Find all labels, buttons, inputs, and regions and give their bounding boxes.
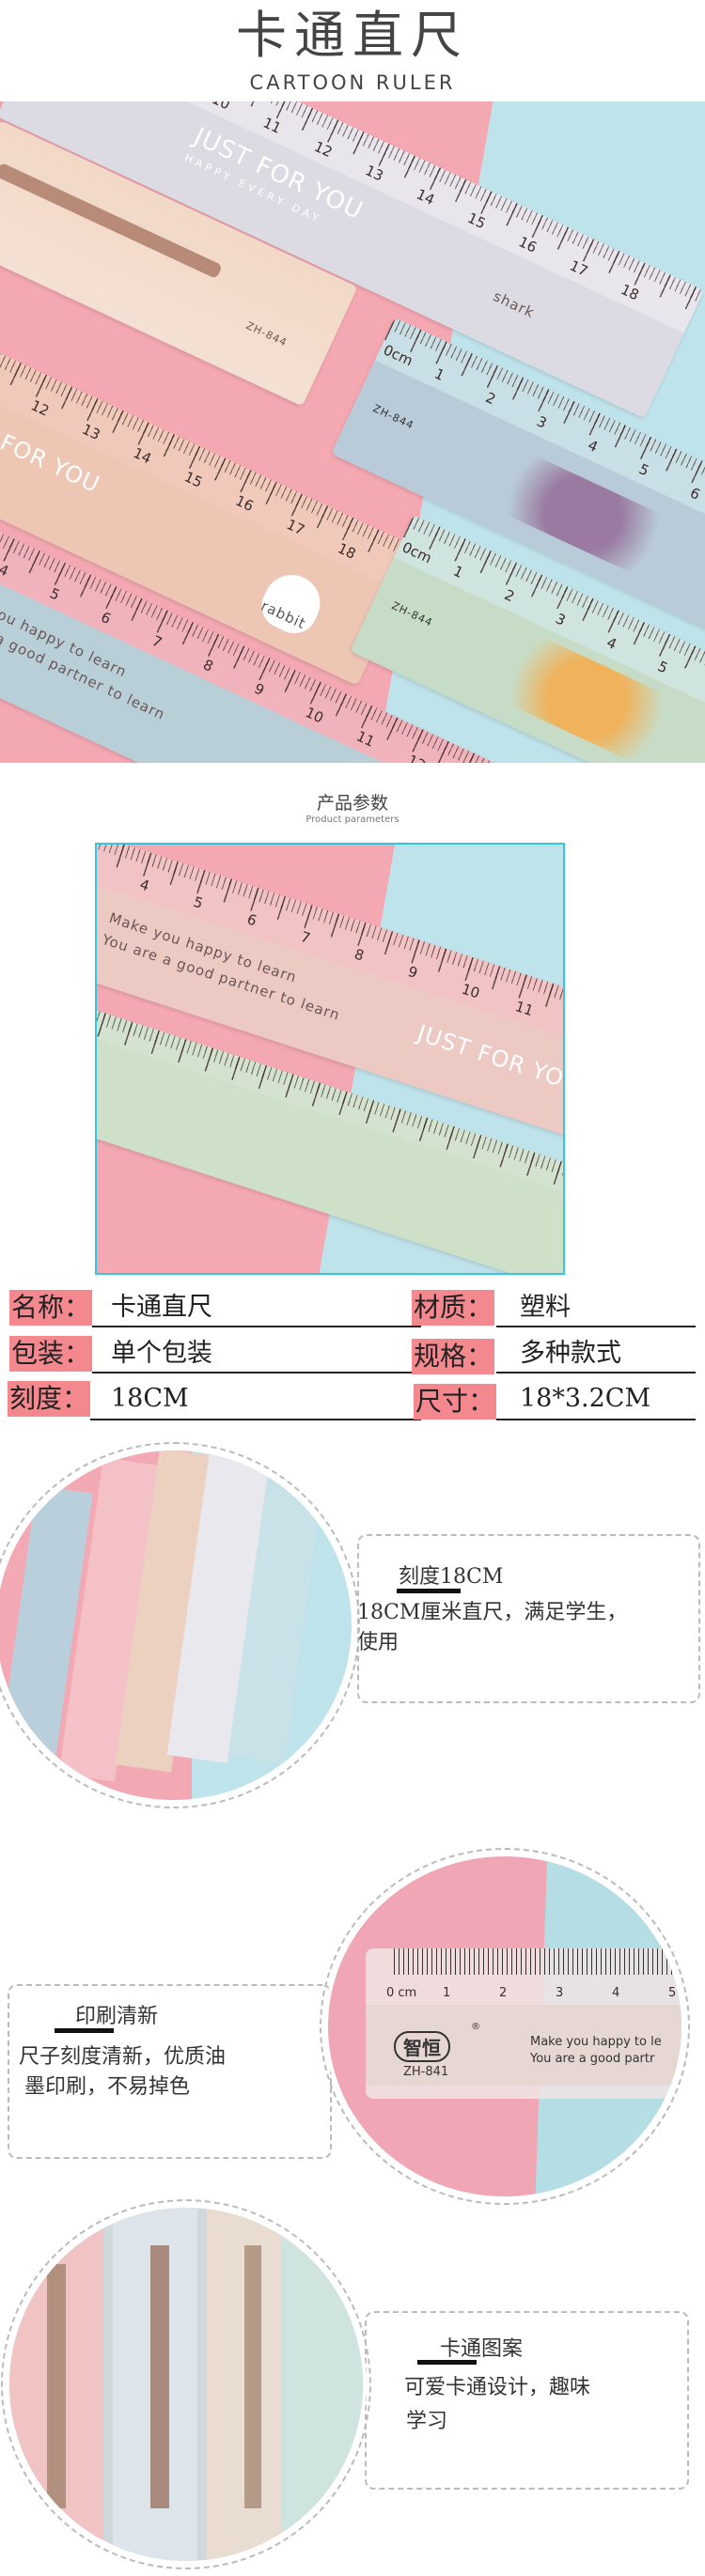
- ruler-number: 2: [499, 1986, 508, 2000]
- tree-illustration: [150, 2245, 169, 2508]
- ruler-number: 3: [556, 1986, 564, 2000]
- section-subtitle: Product parameters: [306, 815, 400, 825]
- ruler-animal-label: shark: [490, 287, 538, 322]
- ruler-slogan-2: You are a good partr: [530, 2052, 655, 2066]
- param-row: 包装： 单个包装 规格： 多种款式: [8, 1336, 696, 1377]
- ruler-model: ZH-844: [370, 402, 416, 432]
- section-title: 产品参数: [316, 793, 388, 814]
- registered-mark: ®: [471, 2022, 480, 2032]
- ruler-slogan-1: Make you happy to le: [530, 2035, 662, 2049]
- param-value: 18CM: [111, 1384, 189, 1413]
- tree-illustration: [244, 2245, 261, 2508]
- feature-title: 卡通图案: [440, 2337, 524, 2361]
- ruler-number: 0 cm: [386, 1986, 417, 2000]
- feature-text-2: 墨印刷，不易掉色: [24, 2075, 191, 2099]
- feature-text-1: 尺子刻度清新，优质油: [19, 2045, 227, 2069]
- feature-text-1: 可爱卡通设计，趣味: [404, 2376, 591, 2399]
- param-label: 名称：: [9, 1290, 93, 1326]
- param-label: 材质：: [412, 1290, 495, 1326]
- param-row: 刻度： 18CM 尺寸： 18*3.2CM: [8, 1381, 696, 1422]
- ruler-slogan: JUST FOR YOU: [414, 1019, 565, 1098]
- brand-logo: 智恒: [394, 2031, 450, 2062]
- param-value: 卡通直尺: [111, 1293, 212, 1322]
- page-subtitle: CARTOON RULER: [249, 71, 456, 94]
- feature-text-1: 18CM厘米直尺，满足学生，: [357, 1601, 628, 1624]
- feature-photo-scale: [0, 1442, 360, 1808]
- ruler-model: ZH-841: [403, 2065, 449, 2079]
- param-value: 多种款式: [520, 1339, 621, 1368]
- ruler-number: 4: [612, 1986, 620, 2000]
- feature-title: 印刷清新: [75, 2005, 159, 2028]
- param-label: 规格：: [412, 1339, 495, 1374]
- param-value: 单个包装: [111, 1339, 212, 1368]
- feature-photo-cartoon: [1, 2199, 371, 2569]
- param-value: 18*3.2CM: [520, 1384, 651, 1413]
- feature-box-scale: 刻度18CM 18CM厘米直尺，满足学生， 使用: [357, 1534, 700, 1703]
- ruler-number: 5: [668, 1986, 677, 2000]
- param-label: 尺寸：: [414, 1384, 497, 1420]
- param-label: 包装：: [9, 1336, 93, 1372]
- ruler-number: 1: [443, 1986, 451, 2000]
- feature-text-2: 使用: [357, 1631, 400, 1654]
- param-row: 名称： 卡通直尺 材质： 塑料: [8, 1290, 696, 1331]
- param-label: 刻度：: [8, 1381, 91, 1417]
- feature-text-2: 学习: [406, 2410, 448, 2433]
- param-value: 塑料: [520, 1293, 571, 1322]
- ruler-model: ZH-844: [389, 599, 435, 629]
- tree-illustration: [47, 2264, 66, 2508]
- ruler-model: ZH-844: [243, 318, 290, 349]
- page-title: 卡通直尺: [236, 6, 469, 65]
- feature-box-print: 印刷清新 尺子刻度清新，优质油 墨印刷，不易掉色: [8, 1984, 332, 2159]
- feature-box-cartoon: 卡通图案 可爱卡通设计，趣味 学习: [365, 2311, 689, 2490]
- feature-title: 刻度18CM: [399, 1565, 504, 1589]
